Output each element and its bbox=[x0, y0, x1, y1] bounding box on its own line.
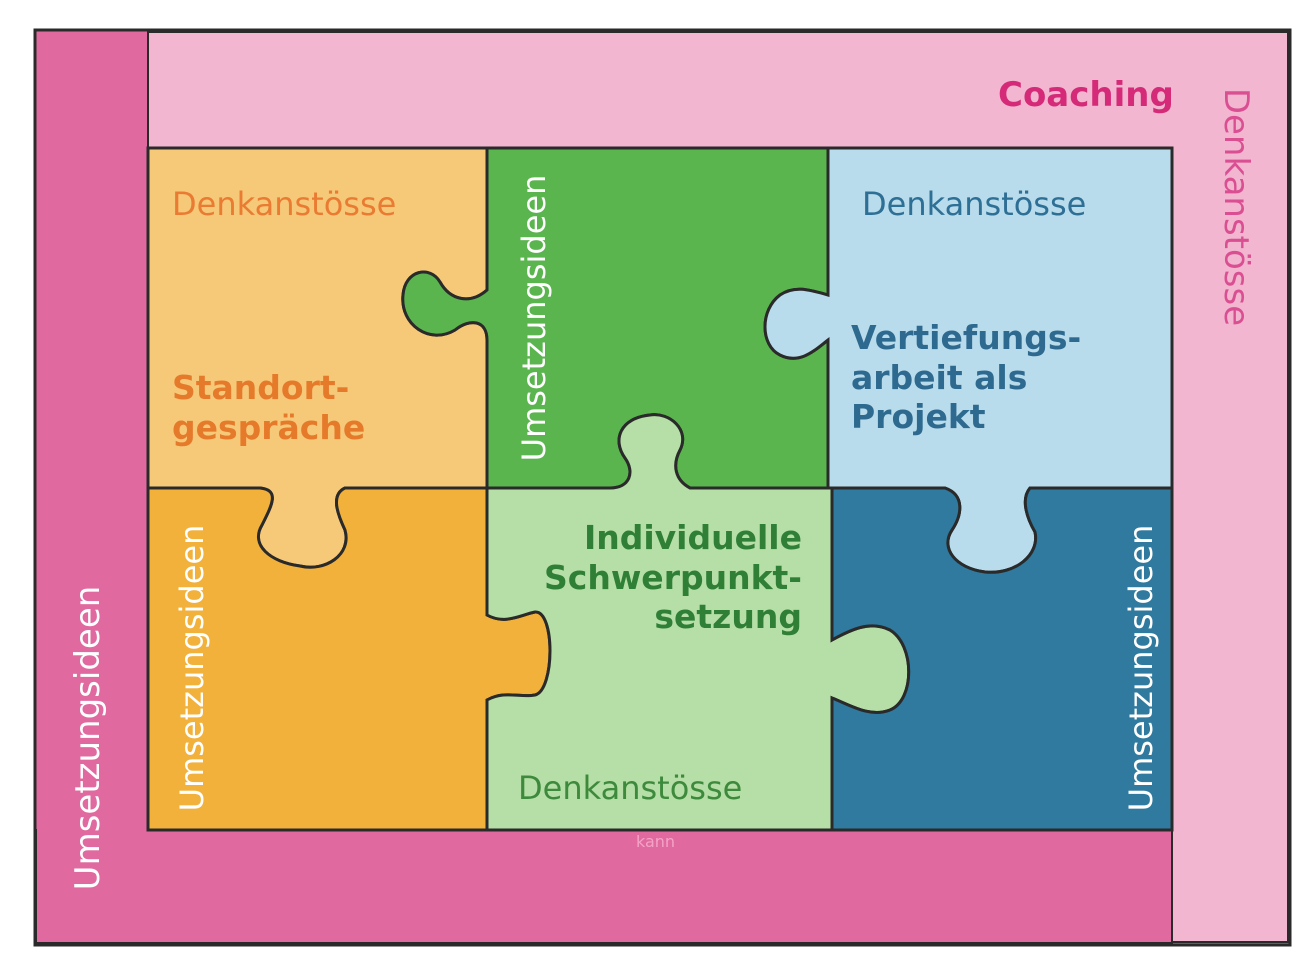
frame-left-band bbox=[37, 32, 148, 942]
frame-right-label: Denkanstösse bbox=[1216, 87, 1256, 327]
top-right-top-label: Denkanstösse bbox=[862, 185, 1087, 223]
frame-bottom-band bbox=[36, 829, 1173, 944]
bottom-middle-title: Individuelle Schwerpunkt- setzung bbox=[544, 518, 802, 637]
frame-bottom-small-label: kann bbox=[636, 832, 676, 851]
piece-bottom-right bbox=[830, 486, 1174, 832]
bottom-right-side-label: Umsetzungsideen bbox=[1122, 524, 1160, 812]
bottom-middle-bottom-label: Denkanstösse bbox=[518, 769, 743, 807]
top-right-title: Vertiefungs- arbeit als Projekt bbox=[851, 318, 1082, 437]
top-middle-side-label: Umsetzungsideen bbox=[515, 174, 553, 462]
top-left-top-label: Denkanstösse bbox=[172, 185, 397, 223]
frame-left-label: Umsetzungsideen bbox=[68, 585, 108, 891]
bottom-left-side-label: Umsetzungsideen bbox=[173, 524, 211, 812]
top-left-title: Standort- gespräche bbox=[172, 368, 366, 447]
coaching-label: Coaching bbox=[998, 75, 1174, 115]
